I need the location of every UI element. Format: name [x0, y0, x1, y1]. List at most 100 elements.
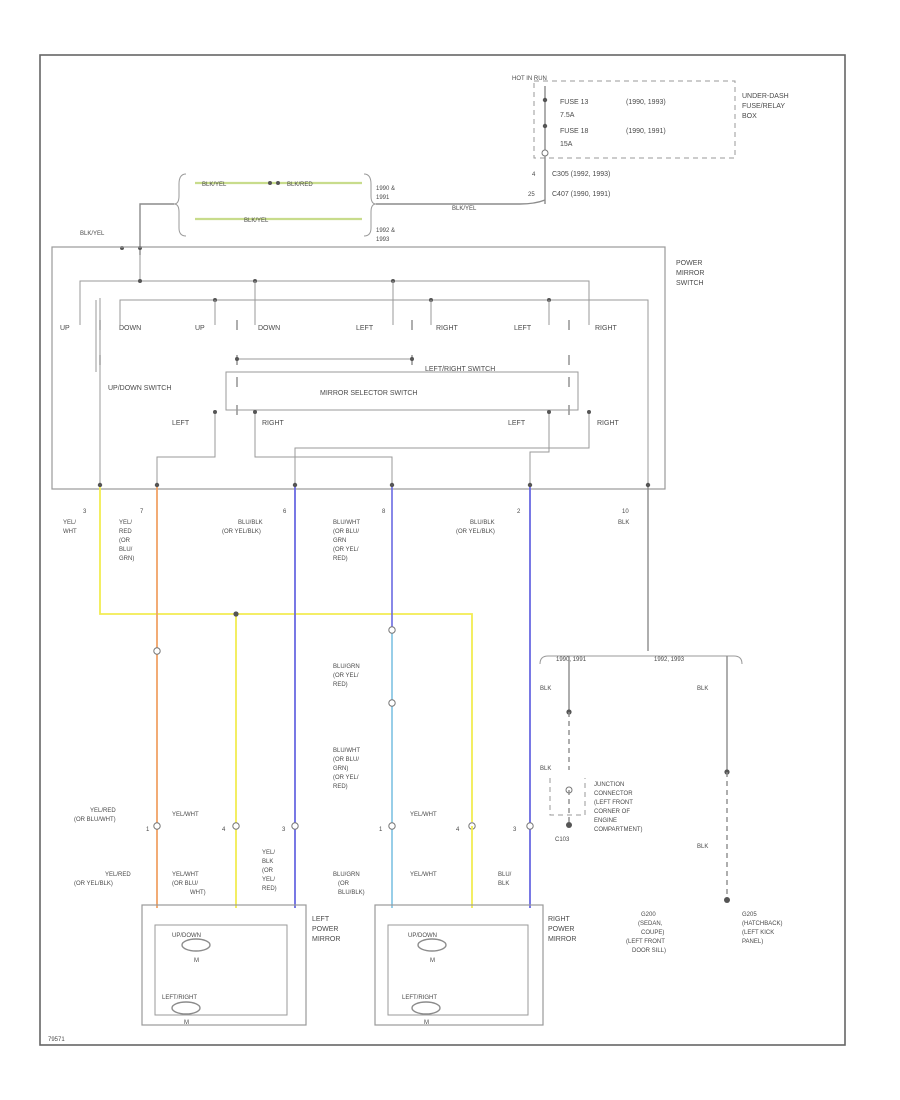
fuse-box-name-1: UNDER-DASH: [742, 93, 789, 100]
pin-10-color-1: BLK: [618, 520, 629, 526]
pin-6-color-2: (OR YEL/BLK): [222, 529, 261, 535]
mid-blugrn-1: BLU/GRN: [333, 664, 360, 670]
option-top-via-label: BLK/RED: [287, 182, 313, 188]
wire-yel-wht: [99, 487, 473, 822]
rbelow1-a: BLU/GRN: [333, 872, 360, 878]
selector-left2-wire: [529, 410, 550, 485]
mirror-pin-l3: 3: [282, 827, 286, 833]
ground-blk-3: BLK: [540, 766, 551, 772]
fuse-box-outline: [533, 80, 736, 159]
contact-left-2: LEFT: [514, 325, 532, 332]
pin-7-color-5: GRN): [119, 556, 134, 562]
pin-3-number: 3: [83, 509, 87, 515]
right-updown-label: UP/DOWN: [408, 933, 437, 939]
selector-right1-wire: [254, 410, 393, 485]
pin-3-color-1: YEL/: [63, 520, 76, 526]
switch-bus-outer: [79, 280, 590, 325]
selector-right-2: RIGHT: [597, 420, 620, 427]
mid-bluwht-4: (OR YEL/: [333, 775, 359, 781]
harness-wires: [99, 487, 649, 908]
lbelow1-b: (OR YEL/BLK): [74, 881, 113, 887]
lbelow3-b: BLK: [262, 859, 273, 865]
right-power-mirror: RIGHT POWER MIRROR UP/DOWN M LEFT/RIGHT …: [374, 904, 576, 1026]
pin-2-color-1: BLU/BLK: [470, 520, 495, 526]
pin-7-color-3: (OR: [119, 538, 131, 544]
mirror-pin-r4: 4: [456, 827, 460, 833]
ground-circuit: 1990, 1991 1992, 1993 BLK BLK BLK C103 J…: [539, 655, 783, 954]
rbelow3-b: BLK: [498, 881, 509, 887]
left-updown-m: M: [194, 958, 199, 964]
junction-3: (LEFT FRONT: [594, 800, 633, 806]
junction-2: CONNECTOR: [594, 791, 633, 797]
fuse18-amp: 15A: [560, 141, 573, 148]
option-top-wire-label: BLK/YEL: [202, 182, 227, 188]
switch-name-1: POWER: [676, 260, 702, 267]
junction-6: COMPARTMENT): [594, 827, 642, 833]
lbelow3-a: YEL/: [262, 850, 275, 856]
selector-left-2: LEFT: [508, 420, 526, 427]
lconn-yelred-1: YEL/RED: [90, 808, 116, 814]
option-bracket-right: [363, 173, 377, 237]
ground-blk-1: BLK: [540, 686, 551, 692]
pin-7-number: 7: [140, 509, 144, 515]
mid-bluwht-1: BLU/WHT: [333, 748, 360, 754]
g200-1: G200: [641, 912, 656, 918]
contact-down-1: DOWN: [119, 325, 141, 332]
selector-right-1: RIGHT: [262, 420, 285, 427]
left-mirror-name-2: POWER: [312, 926, 338, 933]
right-mirror-name-1: RIGHT: [548, 916, 571, 923]
feed-wire-options: BLK/YEL BLK/RED BLK/YEL 1990 & 1991 1992…: [80, 173, 546, 255]
mirror-connector-labels: YEL/RED (OR BLU/WHT) YEL/WHT YEL/WHT 1 4…: [74, 808, 534, 908]
right-leftright-m: M: [424, 1020, 429, 1026]
pin-8-color-3: GRN: [333, 538, 346, 544]
right-leftright-label: LEFT/RIGHT: [402, 995, 437, 1001]
junction-5: ENGINE: [594, 818, 617, 824]
pin-10-number: 10: [622, 509, 629, 515]
pin-6-color-1: BLU/BLK: [238, 520, 263, 526]
mirror-pin-l1: 1: [146, 827, 150, 833]
rbelow3-a: BLU/: [498, 872, 512, 878]
fuse13-years: (1990, 1993): [626, 99, 666, 106]
g200-3: COUPE): [641, 930, 664, 936]
lconn-yelwht: YEL/WHT: [172, 812, 199, 818]
pin-7-color-1: YEL/: [119, 520, 132, 526]
selector-left1-wire: [156, 410, 216, 485]
g205-2: (HATCHBACK): [742, 921, 783, 927]
feed-stub-wire: [139, 203, 174, 255]
left-updown-motor: [181, 938, 211, 952]
lconn-yelred-2: (OR BLU/WHT): [74, 817, 116, 823]
fuse-pin-4: 4: [532, 172, 536, 178]
fuse-relay-box: HOT IN RUN FUSE 13 (1990, 1993) 7.5A FUS…: [512, 76, 789, 204]
mirror-pin-r1: 1: [379, 827, 383, 833]
option-bottom-wire-label: BLK/YEL: [244, 218, 269, 224]
diagram-frame: [39, 54, 846, 1046]
pin-2-number: 2: [517, 509, 521, 515]
mid-bluwht-2: (OR BLU/: [333, 757, 359, 763]
mid-blugrn-3: RED): [333, 682, 348, 688]
contact-up-1: UP: [60, 325, 70, 332]
ground-year-2: 1992, 1993: [654, 657, 685, 663]
switch-bus-inner: [119, 299, 649, 485]
option-year-1: 1990 &: [376, 186, 395, 192]
pin-8-color-2: (OR BLU/: [333, 529, 359, 535]
ground-blk-4: BLK: [697, 844, 708, 850]
pin-7-color-2: RED: [119, 529, 132, 535]
left-power-mirror: LEFT POWER MIRROR UP/DOWN M LEFT/RIGHT M: [141, 904, 340, 1026]
g205-1: G205: [742, 912, 757, 918]
g200-2: (SEDAN,: [638, 921, 663, 927]
junction-bracket: [549, 778, 586, 816]
g205-4: PANEL): [742, 939, 763, 945]
diagram-id: 79571: [48, 1037, 65, 1043]
junction-4: CORNER OF: [594, 809, 630, 815]
left-mirror-housing: [141, 904, 307, 1026]
right-mirror-name-3: MIRROR: [548, 936, 576, 943]
right-updown-motor: [417, 938, 447, 952]
contact-down-2: DOWN: [258, 325, 280, 332]
selector-right2-wire: [294, 410, 590, 485]
lbelow2-b: (OR BLU/: [172, 881, 198, 887]
contact-left-1: LEFT: [356, 325, 374, 332]
lbelow2-c: WHT): [190, 890, 206, 896]
fuse18-label: FUSE 18: [560, 128, 589, 135]
ground-blk-2: BLK: [697, 686, 708, 692]
